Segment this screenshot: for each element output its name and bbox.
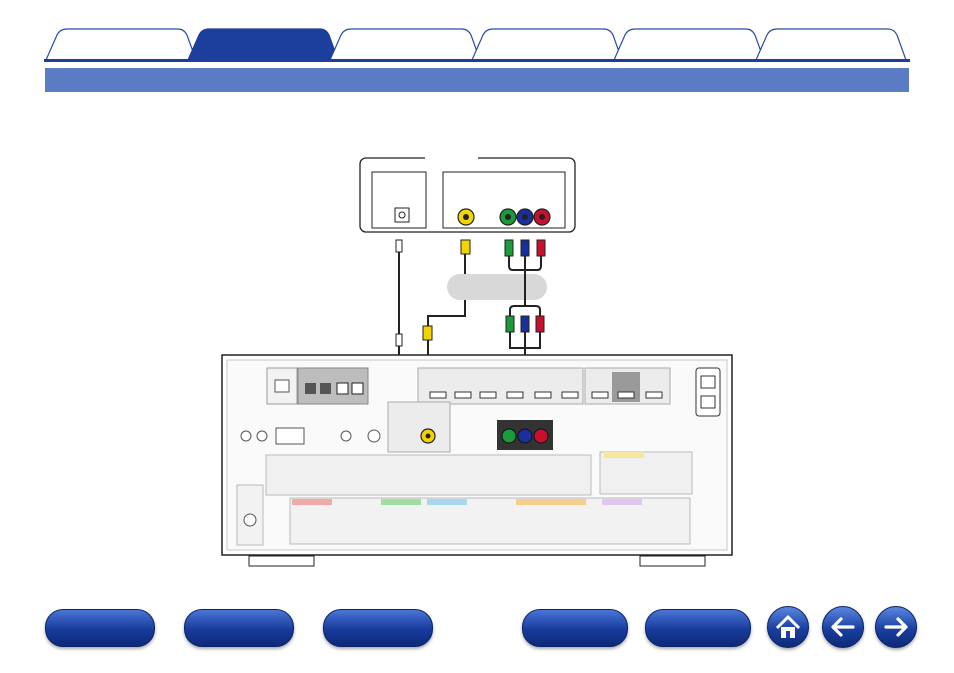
source-device	[359, 156, 576, 233]
component-cable	[504, 239, 546, 420]
tab-5[interactable]	[613, 28, 765, 61]
section-title	[45, 73, 53, 87]
tab-2[interactable]	[187, 28, 339, 61]
tab-baseline	[44, 59, 910, 62]
connection-diagram	[221, 156, 733, 567]
footer-button-1[interactable]	[45, 609, 155, 647]
section-title-bar	[45, 68, 909, 92]
tab-strip	[44, 28, 910, 62]
arrow-right-icon	[884, 617, 908, 637]
back-button[interactable]	[822, 606, 864, 648]
forward-button[interactable]	[875, 606, 917, 648]
home-button[interactable]	[767, 606, 809, 648]
tab-1[interactable]	[45, 28, 197, 61]
cable-label-pill	[447, 274, 547, 300]
tab-3[interactable]	[329, 28, 481, 61]
tab-6[interactable]	[755, 28, 907, 61]
receiver-rear-panel	[221, 354, 733, 567]
footer-button-4[interactable]	[522, 609, 628, 647]
home-icon	[775, 615, 801, 638]
footer-button-2[interactable]	[184, 609, 294, 647]
tab-4[interactable]	[471, 28, 623, 61]
footer-button-5[interactable]	[645, 609, 751, 647]
arrow-left-icon	[831, 617, 855, 637]
footer-button-3[interactable]	[323, 609, 433, 647]
